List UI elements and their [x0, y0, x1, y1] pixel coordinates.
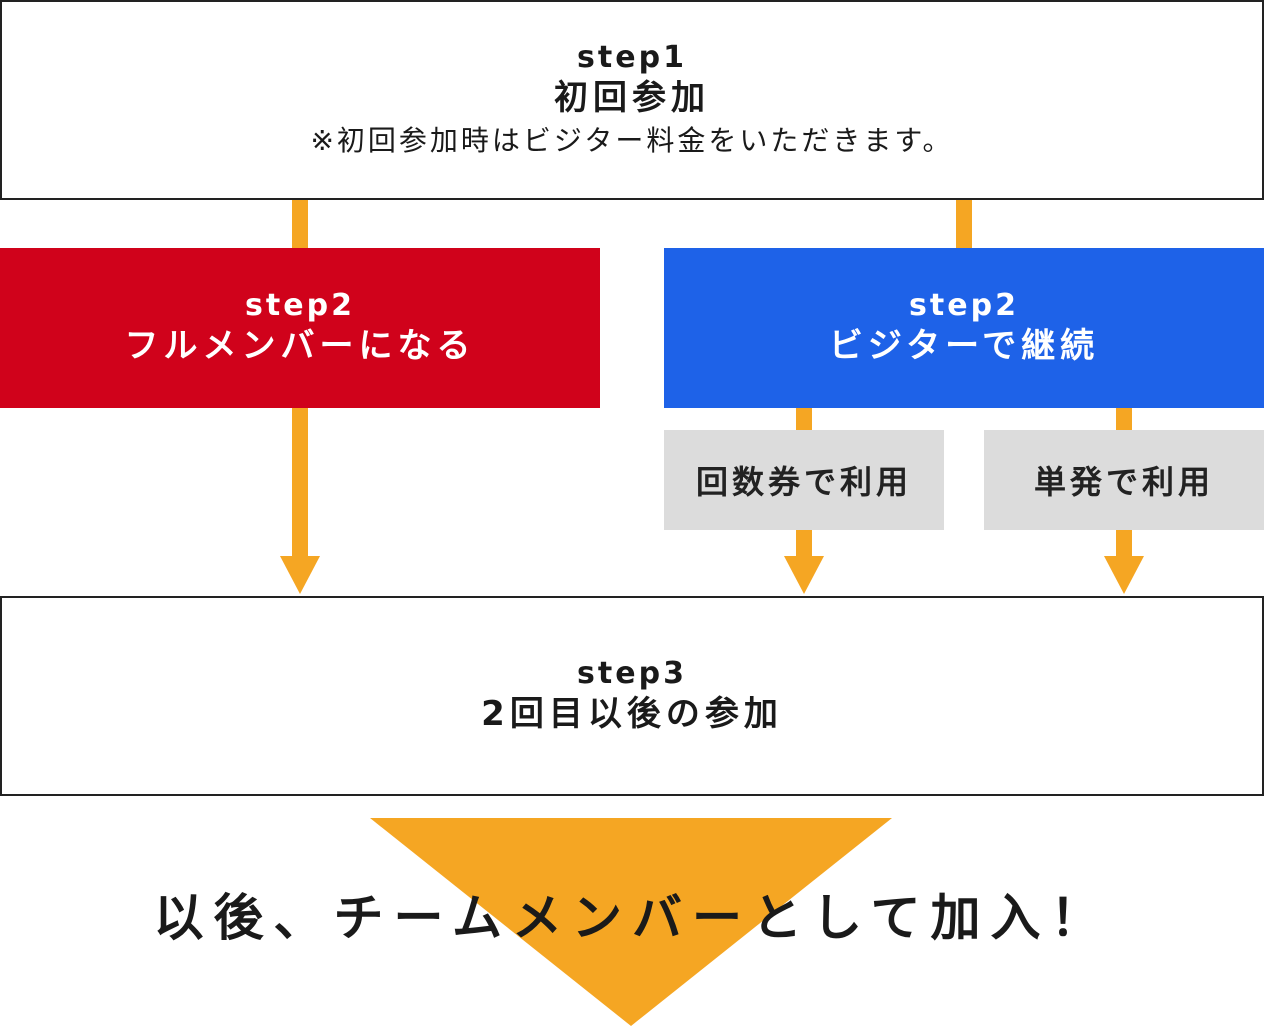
step2-visitor-label: step2	[909, 287, 1019, 323]
connector-full-to-step3	[292, 408, 308, 558]
option-single-box: 単発で利用	[984, 430, 1264, 530]
step3-label: step3	[577, 655, 687, 691]
final-message: 以後、チームメンバーとして加入！	[153, 889, 1111, 947]
step1-label: step1	[577, 40, 687, 76]
connector-step1-to-full	[292, 200, 308, 248]
step2-full-member-label: step2	[245, 287, 355, 323]
step2-visitor-box: step2 ビジターで継続	[664, 248, 1264, 408]
connector-visitor-to-ticket	[796, 408, 812, 430]
connector-step1-to-visitor	[956, 200, 972, 248]
connector-single-to-step3	[1116, 530, 1132, 558]
step1-title: 初回参加	[554, 78, 710, 119]
step1-box: step1 初回参加 ※初回参加時はビジター料金をいただきます。	[0, 0, 1264, 200]
step3-title: 2回目以後の参加	[481, 693, 783, 734]
arrowhead-ticket-to-step3	[784, 556, 824, 594]
option-single-label: 単発で利用	[1033, 463, 1214, 501]
step2-full-member-box: step2 フルメンバーになる	[0, 248, 600, 408]
final-down-arrow	[370, 818, 892, 1026]
step2-full-member-title: フルメンバーになる	[124, 325, 476, 366]
step2-visitor-title: ビジターで継続	[828, 325, 1100, 366]
connector-visitor-to-single	[1116, 408, 1132, 430]
arrowhead-full-to-step3	[280, 556, 320, 594]
option-ticket-box: 回数券で利用	[664, 430, 944, 530]
step3-box: step3 2回目以後の参加	[0, 596, 1264, 796]
step1-note: ※初回参加時はビジター料金をいただきます。	[310, 123, 954, 157]
option-ticket-label: 回数券で利用	[695, 463, 912, 501]
arrowhead-single-to-step3	[1104, 556, 1144, 594]
connector-ticket-to-step3	[796, 530, 812, 558]
